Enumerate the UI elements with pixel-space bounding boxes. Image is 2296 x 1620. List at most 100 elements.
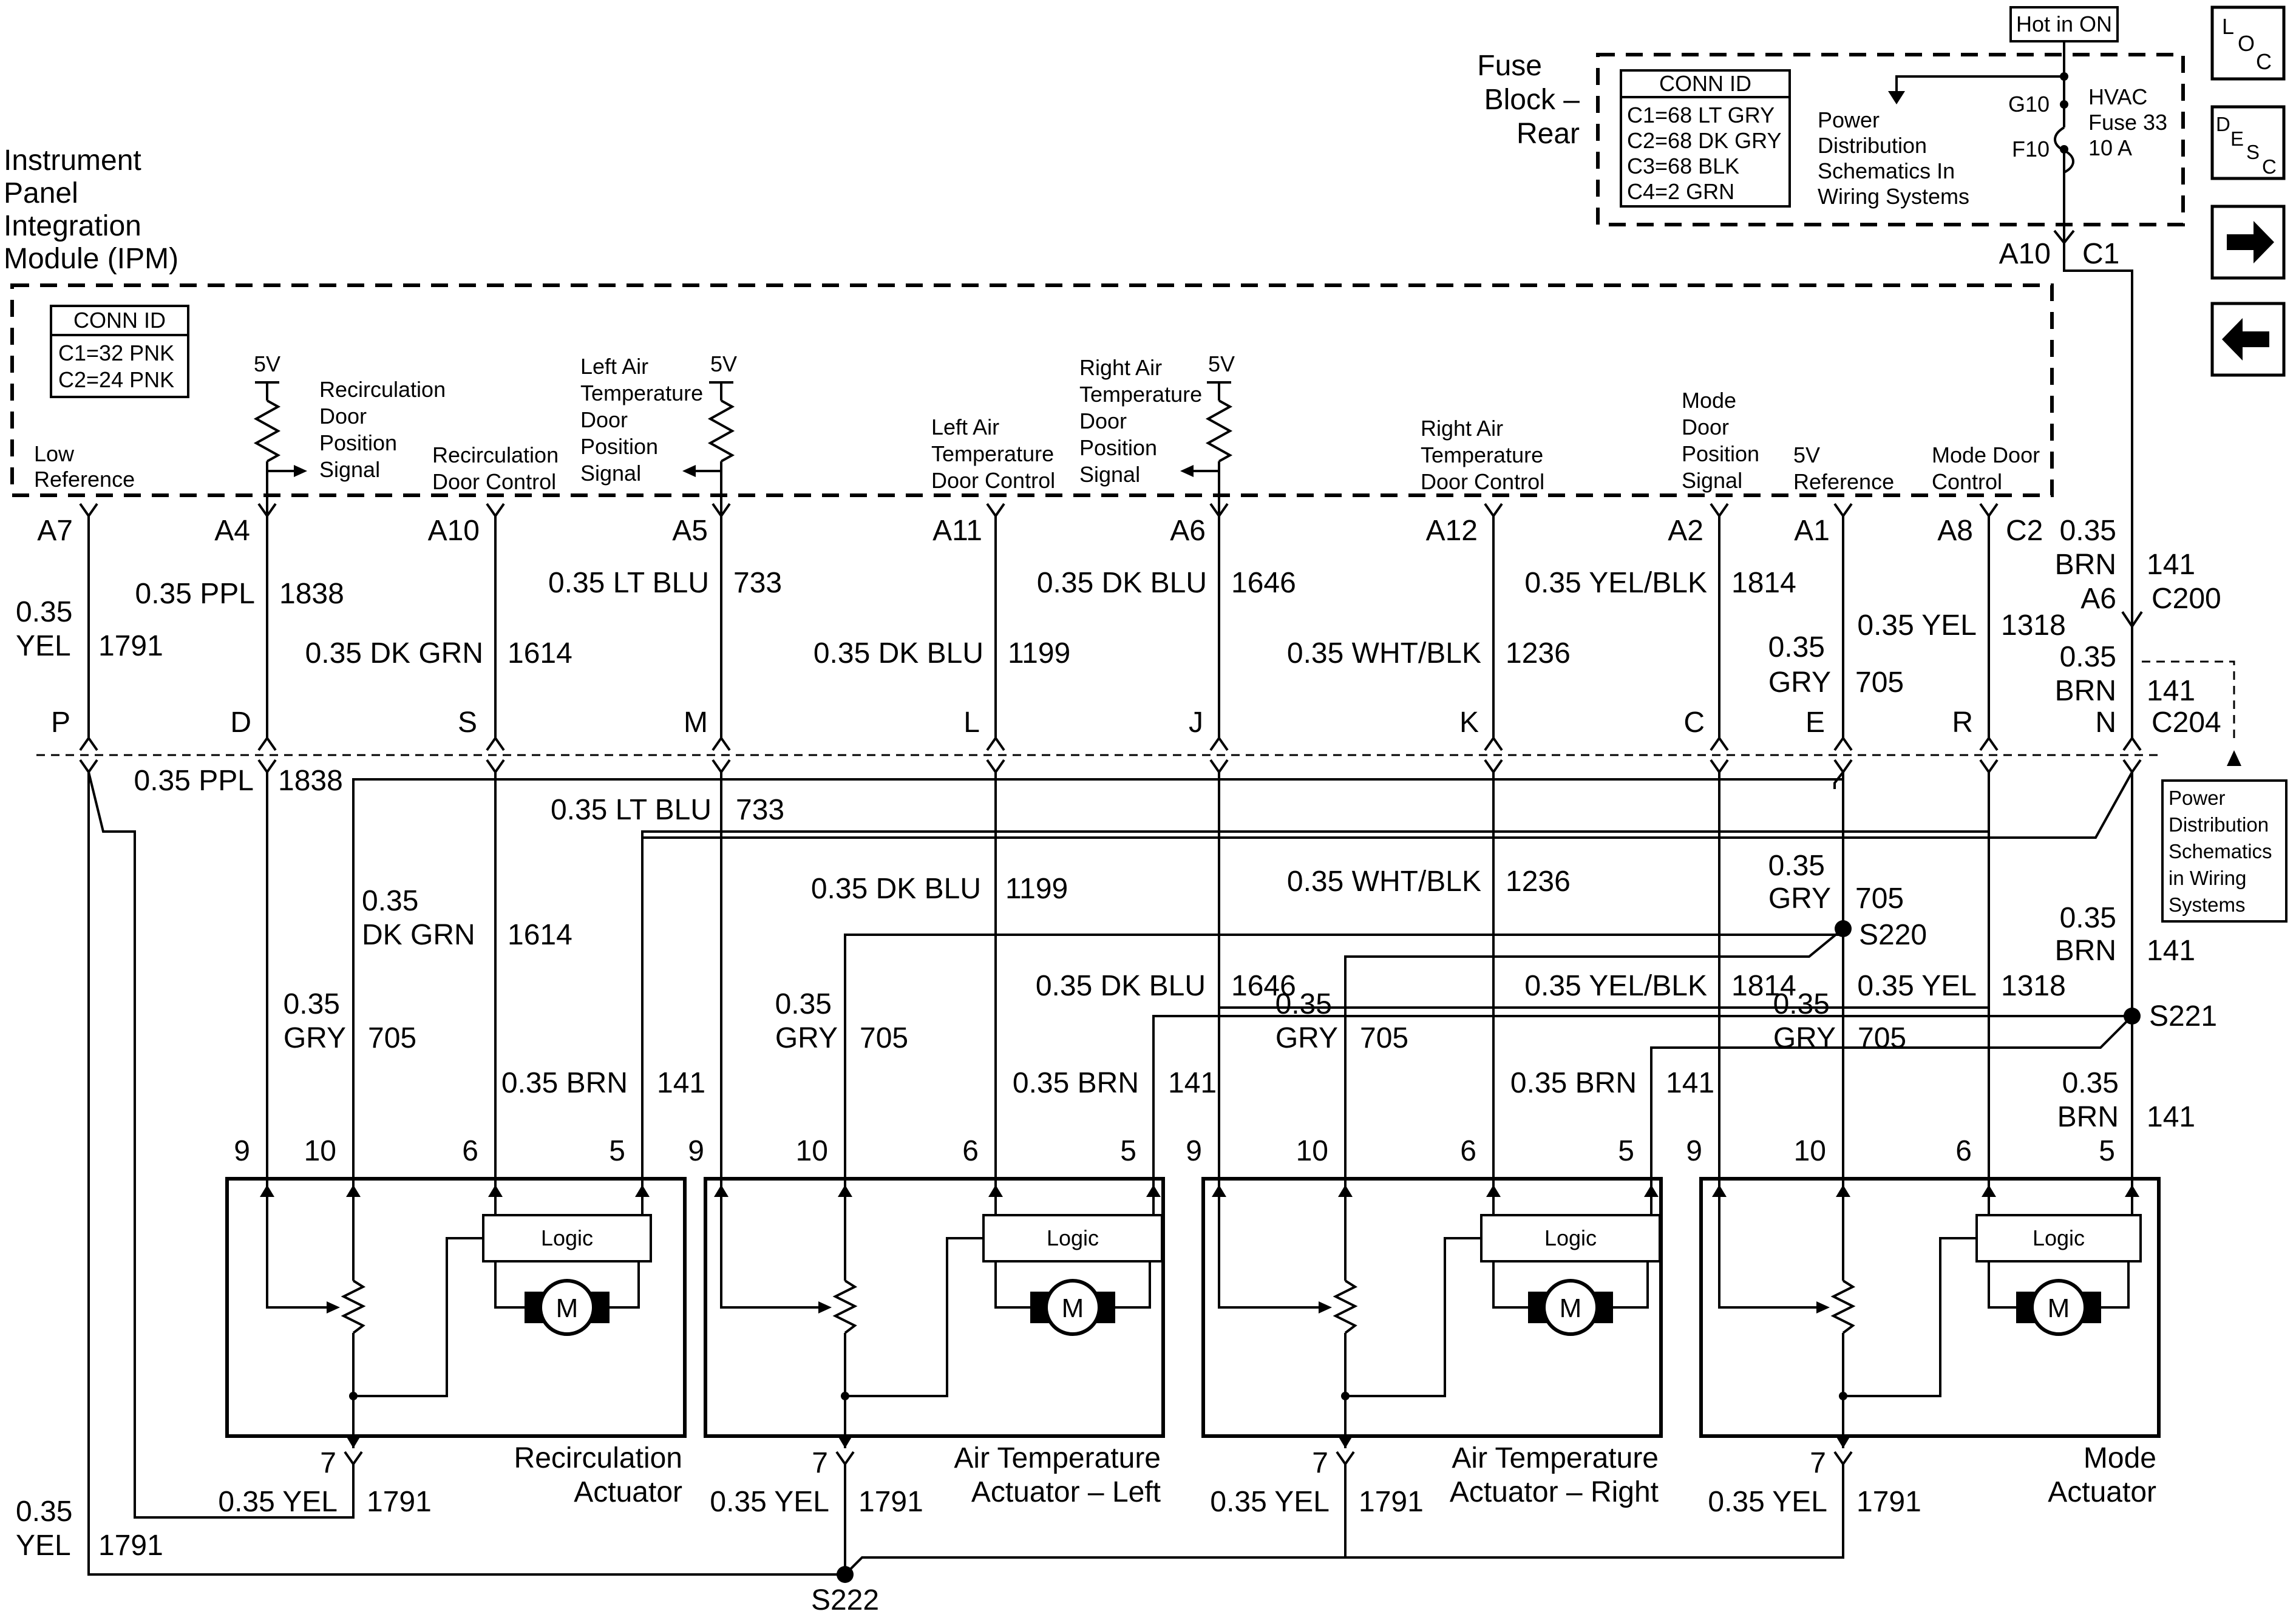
fuse-pin-top: G10 [2008, 92, 2050, 117]
connector-fork-icon [486, 736, 505, 751]
actuator-yel-num: 1791 [1856, 1486, 1921, 1518]
fuse-out-pin: A10 [1999, 238, 2051, 270]
arrow-left-icon [2222, 318, 2269, 361]
actuator-pin-label: 5 [2099, 1135, 2115, 1167]
loc-button[interactable]: L O C [2210, 5, 2286, 81]
circuit-label-low-ref-2: Reference [34, 467, 135, 492]
actuator-pin-label: 6 [462, 1135, 478, 1167]
lower-1646-color: 0.35 DK BLU [1036, 970, 1206, 1002]
lower-1614-color: DK GRN [362, 919, 475, 951]
arrow-down-icon [1888, 91, 1905, 104]
lower-1236-num: 1236 [1506, 866, 1571, 898]
fuse-conn-id-1: C1=68 LT GRY [1627, 103, 1775, 127]
actuator-pin-label: 10 [1794, 1135, 1826, 1167]
actuator-brn-num: 141 [1168, 1067, 1217, 1099]
svg-text:O: O [2238, 31, 2255, 56]
circuit-label-mode-pos-2: Door [1682, 415, 1729, 439]
c204-pin-l: L [963, 707, 980, 739]
ipm-conn-id-1: C1=32 PNK [58, 341, 174, 365]
circuit-label-recirc-pos-4: Signal [319, 457, 380, 482]
lower-1614-size: 0.35 [362, 885, 418, 917]
actuator-gry-size: 0.35 [284, 988, 340, 1020]
actuator-gnd-pin: 7 [1810, 1447, 1826, 1479]
ground-wire-size: 0.35 [16, 1496, 72, 1528]
connector-c204: P D S M L J K C E R N C204 Power Distrib… [36, 660, 2288, 923]
nav-buttons[interactable]: L O C D E S C [2210, 5, 2286, 377]
actuator-gry-size: 0.35 [1773, 988, 1830, 1020]
fuse-label-3: 10 A [2088, 135, 2132, 160]
logic-label: Logic [541, 1225, 593, 1250]
fuse-label-1: HVAC [2088, 84, 2147, 109]
circuit-label-mode-pos-1: Mode [1682, 388, 1736, 413]
pullup-right: 5V [1180, 351, 1235, 516]
motor-icon [1542, 1279, 1599, 1336]
wire-1614-num: 1614 [508, 637, 572, 669]
c204-pin-j: J [1189, 707, 1203, 739]
svg-text:E: E [2230, 127, 2244, 150]
wire-1791-size: 0.35 [16, 596, 72, 628]
connector-fork-icon [1336, 1451, 1355, 1466]
actuator-yel-color: 0.35 YEL [710, 1486, 829, 1518]
motor-label: M [556, 1293, 579, 1323]
pullup-recirc: 5V [253, 351, 307, 516]
circuit-label-mode-ctrl-2: Control [1932, 469, 2002, 494]
actuator-gry-num: 705 [1858, 1022, 1906, 1054]
ground-wire-color: YEL [16, 1530, 71, 1562]
ipm-outline [10, 283, 2054, 497]
actuator-gry-color: GRY [1773, 1022, 1836, 1054]
c200-pin: A6 [2080, 583, 2116, 615]
actuator-name-1: Mode [2084, 1442, 2156, 1474]
resistor-icon [707, 399, 735, 463]
splice-s222-label: S222 [811, 1584, 879, 1616]
actuator-pin-label: 9 [234, 1135, 250, 1167]
lower-705-num: 705 [1855, 883, 1904, 915]
arrow-up-icon [2227, 750, 2241, 766]
next-button[interactable] [2210, 205, 2286, 280]
wire-705-num: 705 [1855, 666, 1904, 699]
wire-733-color: 0.35 LT BLU [548, 567, 709, 599]
circuit-label-mode-pos-4: Signal [1682, 468, 1742, 493]
wire-labels-upper: 0.35 YEL 1791 0.35 PPL 1838 0.35 DK GRN … [16, 515, 2221, 707]
prev-button[interactable] [2210, 302, 2286, 377]
potentiometer-icon [1333, 1279, 1358, 1334]
svg-text:C: C [2256, 49, 2272, 74]
pin-c2: C2 [2006, 515, 2043, 547]
actuator-brn-size: 0.35 [2062, 1067, 2119, 1099]
connector-fork-icon [79, 503, 98, 518]
lower-1236-color: 0.35 WHT/BLK [1287, 866, 1481, 898]
wire-1236-color: 0.35 WHT/BLK [1287, 637, 1481, 669]
connector-fork-icon [486, 503, 505, 518]
actuator-pin-label: 10 [304, 1135, 336, 1167]
circuit-label-recirc-ctrl-1: Recirculation [432, 442, 559, 467]
circuit-label-left-pos-4: Position [580, 434, 658, 459]
actuator-yel-color: 0.35 YEL [1210, 1486, 1330, 1518]
actuator-pin-label: 9 [1186, 1135, 1202, 1167]
connector-fork-icon [1979, 759, 1999, 774]
circuit-label-left-pos-5: Signal [580, 461, 641, 486]
actuator-name-2: Actuator – Left [971, 1476, 1161, 1508]
wire-1838-color: 0.35 PPL [135, 578, 255, 610]
actuator-gry-size: 0.35 [775, 988, 832, 1020]
connector-fork-icon [486, 759, 505, 774]
actuator-pin-label: 9 [1686, 1135, 1702, 1167]
circuit-label-left-pos-2: Temperature [580, 381, 703, 405]
circuit-label-5v-ref-1: 5V [1793, 442, 1820, 467]
wire-705-size: 0.35 [1768, 631, 1825, 663]
actuator-gry-color: GRY [775, 1022, 838, 1054]
circuit-label-recirc-ctrl-2: Door Control [432, 469, 556, 494]
ground-return: 0.35 YEL 1791 S222 [16, 1464, 1844, 1616]
wire-705-color: GRY [1768, 666, 1831, 699]
motor-icon [538, 1279, 596, 1336]
connector-fork-icon [1710, 503, 1729, 518]
pin-a6: A6 [1170, 515, 1206, 547]
wire-1646-color: 0.35 DK BLU [1037, 567, 1207, 599]
power-note-right-1: Power [2169, 787, 2226, 809]
desc-button[interactable]: D E S C [2210, 105, 2286, 180]
connector-fork-icon [1710, 736, 1729, 751]
circuit-label-right-pos-2: Temperature [1079, 382, 1202, 407]
lower-733-color: 0.35 LT BLU [551, 794, 712, 826]
arrow-right-icon [2227, 221, 2274, 263]
ipm-module: Instrument Panel Integration Module (IPM… [4, 144, 2054, 547]
